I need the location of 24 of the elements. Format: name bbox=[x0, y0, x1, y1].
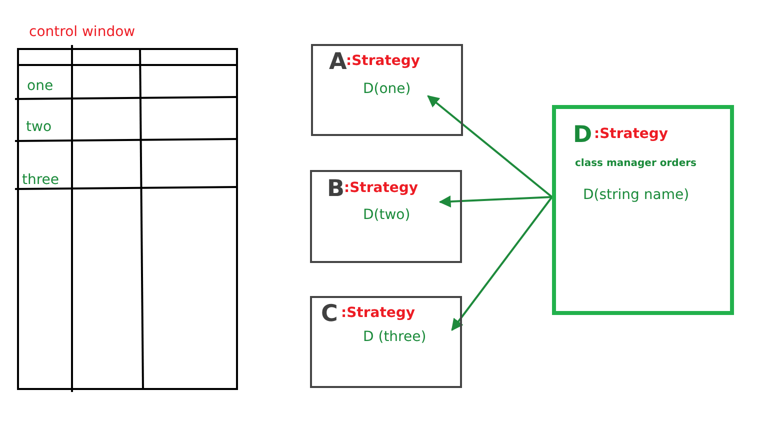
method-call: D (three) bbox=[363, 330, 426, 346]
class-description: class manager orders bbox=[575, 158, 697, 169]
object-box bbox=[310, 170, 462, 263]
object-box bbox=[311, 44, 463, 136]
method-call: D(one) bbox=[363, 82, 411, 98]
object-box bbox=[310, 296, 462, 388]
table-cell-text: two bbox=[26, 120, 52, 136]
object-letter: A bbox=[329, 50, 347, 76]
table-cell-text: three bbox=[22, 173, 60, 188]
class-label: :Strategy bbox=[341, 306, 416, 322]
manager-box bbox=[552, 105, 734, 315]
class-label: :Strategy bbox=[344, 181, 418, 196]
table-title: control window bbox=[29, 25, 136, 40]
object-letter: D bbox=[573, 123, 592, 148]
arrow bbox=[438, 196, 552, 208]
table-cell-text: one bbox=[27, 79, 54, 94]
method-call: D(two) bbox=[363, 208, 410, 224]
object-letter: B bbox=[327, 177, 345, 202]
method-signature: D(string name) bbox=[583, 188, 690, 204]
class-label: :Strategy bbox=[346, 54, 420, 70]
object-letter: C bbox=[321, 302, 338, 328]
arrow bbox=[451, 196, 553, 331]
class-label: :Strategy bbox=[594, 127, 668, 142]
arrow bbox=[427, 95, 553, 198]
